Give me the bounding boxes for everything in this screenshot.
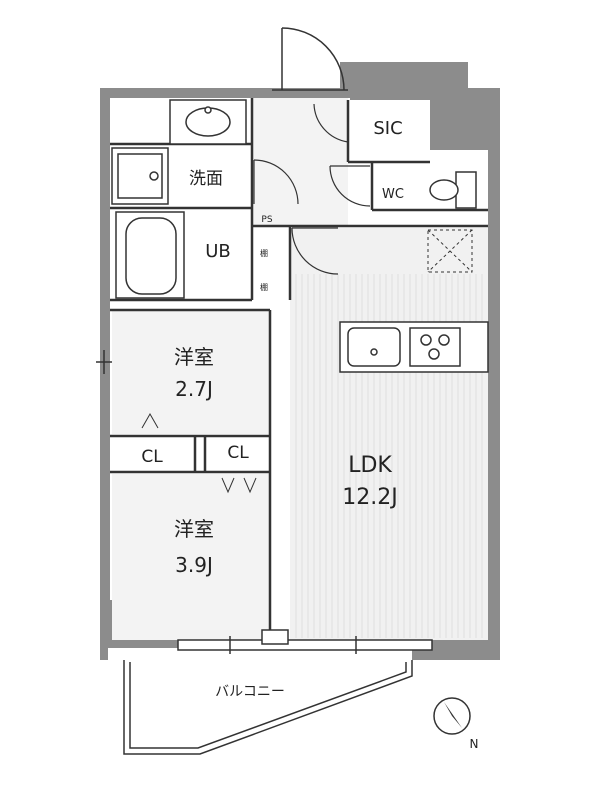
wc-door bbox=[329, 165, 371, 207]
refrigerator-space bbox=[427, 229, 473, 273]
ldk-door bbox=[291, 227, 339, 275]
balcony-label: バルコニー bbox=[215, 684, 285, 700]
bathtub bbox=[115, 211, 185, 299]
bedroom-2-floor bbox=[112, 474, 270, 640]
entrance-door bbox=[272, 27, 348, 91]
closet-2-label: CL bbox=[227, 443, 249, 463]
compass-north-label: N bbox=[470, 737, 479, 751]
balcony-outline bbox=[123, 660, 413, 755]
shelf-1-label: 棚 bbox=[260, 248, 268, 258]
bedroom-1-name: 洋室 bbox=[174, 345, 214, 369]
sic-door bbox=[313, 103, 349, 143]
room-ub-label: UB bbox=[205, 241, 231, 262]
toilet bbox=[429, 171, 477, 209]
ldk-size: 12.2J bbox=[342, 485, 397, 510]
room-ps-label: PS bbox=[261, 215, 272, 225]
bedroom-2-size: 3.9J bbox=[175, 553, 213, 577]
bedroom-2-name: 洋室 bbox=[174, 517, 214, 541]
closet-doors bbox=[141, 412, 257, 494]
room-washroom-label: 洗面 bbox=[189, 169, 223, 189]
window-left bbox=[96, 350, 112, 374]
ldk-floor bbox=[290, 228, 488, 640]
washing-machine-pan bbox=[111, 147, 169, 205]
room-wc-label: WC bbox=[382, 187, 404, 202]
bedroom-1-floor bbox=[112, 310, 270, 434]
shelf-2-label: 棚 bbox=[260, 282, 268, 292]
kitchen-counter bbox=[339, 321, 489, 373]
bedroom-1-size: 2.7J bbox=[175, 377, 213, 401]
ldk-name: LDK bbox=[348, 453, 392, 478]
closet-1-label: CL bbox=[141, 447, 163, 467]
bathroom-door bbox=[253, 159, 299, 205]
washbasin bbox=[169, 99, 247, 145]
room-sic-label: SIC bbox=[373, 118, 402, 139]
compass: N bbox=[433, 697, 479, 751]
balcony-window bbox=[177, 629, 433, 654]
